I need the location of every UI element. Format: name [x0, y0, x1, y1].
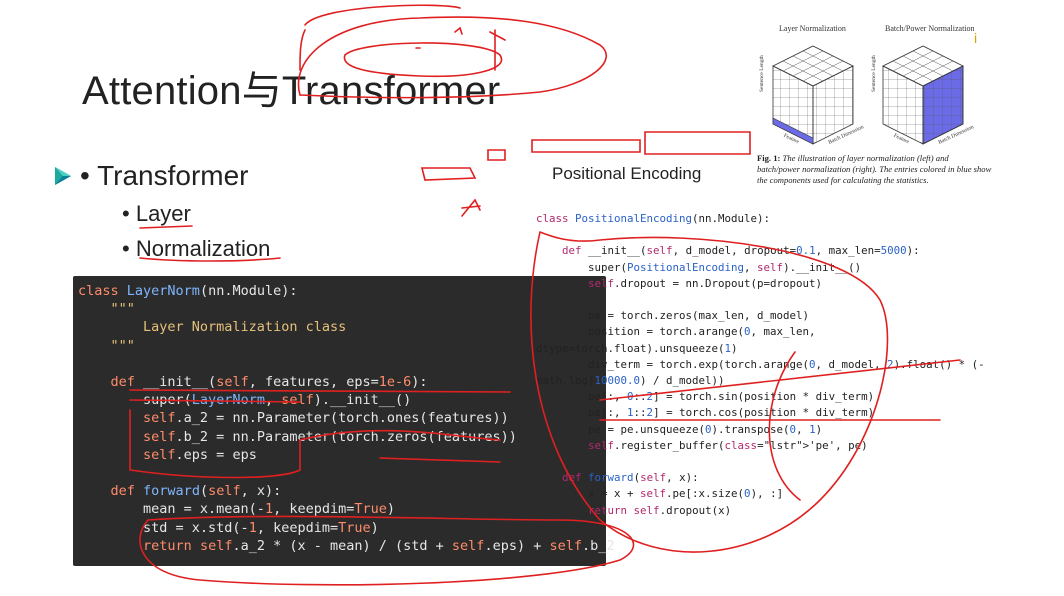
edge-mark: i	[974, 30, 978, 46]
code-line: pe[:, 1::2] = torch.cos(position * div_t…	[536, 406, 875, 420]
code-line: position = torch.arange(0, max_len,	[536, 325, 816, 339]
positional-encoding-heading: Positional Encoding	[552, 164, 702, 183]
code-line: pe = torch.zeros(max_len, d_model)	[536, 309, 810, 323]
code-line: super(PositionalEncoding, self).__init__…	[536, 260, 862, 274]
figure-axis-sentence-length: Sentence Length	[759, 55, 765, 92]
code-line: def forward(self, x):	[562, 471, 699, 485]
code-line: Layer Normalization class	[78, 319, 347, 336]
annotation-stroke	[304, 4, 461, 26]
annotation-stroke	[644, 131, 751, 155]
code-line: dtype=torch.float).unsqueeze(1)	[536, 341, 738, 355]
code-line: self.a_2 = nn.Parameter(torch.ones(featu…	[143, 410, 509, 427]
layernorm-code: class LayerNorm(nn.Module): """ Layer No…	[73, 276, 615, 555]
code-line: self.register_buffer(class="lstr">'pe'	[588, 438, 836, 452]
code-line: """	[78, 337, 135, 354]
figure-left-title: Layer Normalization	[779, 24, 846, 33]
play-icon	[55, 167, 71, 185]
bullet-transformer: • Transformer	[80, 160, 249, 191]
bullet-text: Layer	[135, 201, 191, 226]
code-line: self.b_2 = nn.Parameter(torch.zeros(feat…	[143, 428, 517, 445]
annotation-stroke	[454, 26, 463, 35]
code-line: class PositionalEncoding(nn.Module):	[536, 212, 771, 225]
code-line: return self.dropout(x)	[588, 503, 732, 517]
code-line: def forward(self, x):	[110, 483, 282, 500]
bullet-text: Transformer	[97, 160, 249, 191]
code-line: std = x.std(-1, keepdim=True)	[78, 519, 379, 536]
normalization-figure: Layer Normalization Batch/Power Normaliz…	[753, 20, 993, 180]
bullet-layer: • Layer	[122, 201, 191, 226]
code-line: class LayerNorm(nn.Module):	[78, 283, 298, 299]
figure-caption-label: Fig. 1:	[757, 153, 781, 163]
figure-axis-sentence-length-right: Sentence Length	[871, 55, 877, 92]
code-line: def __init__(self, d_model, dropout=0.1,…	[562, 244, 920, 258]
normalization-cubes	[772, 45, 964, 145]
figure-caption-text: The illustration of layer normalization …	[757, 153, 992, 185]
code-line: pe[:, 0::2] = torch.sin(position * div_t…	[536, 390, 875, 404]
bullet-normalization: • Normalization	[122, 236, 271, 261]
annotation-stroke	[461, 198, 481, 217]
code-line: return self.a_2 * (x - mean) / (std + se…	[143, 537, 615, 554]
code-line: self.eps = eps	[143, 446, 257, 463]
annotation-stroke	[531, 139, 641, 153]
code-line: pe = pe.unsqueeze(0).transpose(0, 1)	[536, 422, 823, 436]
positional-encoding-code: class PositionalEncoding(nn.Module): def…	[536, 212, 985, 517]
code-line: div_term = torch.exp(torch.arange(0, d_m…	[536, 357, 985, 371]
layer-norm-cube	[772, 45, 854, 145]
annotation-stroke	[487, 149, 506, 161]
layernorm-code-block: class LayerNorm(nn.Module): """ Layer No…	[73, 276, 615, 566]
code-line: mean = x.mean(-1, keepdim=True)	[78, 501, 396, 518]
code-line: def __init__(self, features, eps=1e-6):	[110, 374, 428, 391]
code-line: """	[78, 301, 135, 318]
code-line: x = x + self.pe[:x.size(0), :]	[536, 487, 784, 501]
figure-caption: Fig. 1: The illustration of layer normal…	[757, 153, 993, 186]
annotation-stroke	[420, 167, 477, 181]
positional-encoding-code-block: class PositionalEncoding(nn.Module): def…	[536, 211, 1016, 519]
slide-title: Attention与Transformer	[82, 69, 501, 113]
figure-right-title: Batch/Power Normalization	[885, 24, 975, 33]
code-line: super(LayerNorm, self).__init__()	[78, 392, 412, 409]
bullet-text: Normalization	[135, 236, 271, 261]
code-line: math.log(10000.0) / d_model))	[536, 374, 725, 388]
code-line: self.dropout = nn.Dropout(p=dropout)	[588, 276, 823, 290]
batch-norm-cube	[882, 45, 964, 145]
